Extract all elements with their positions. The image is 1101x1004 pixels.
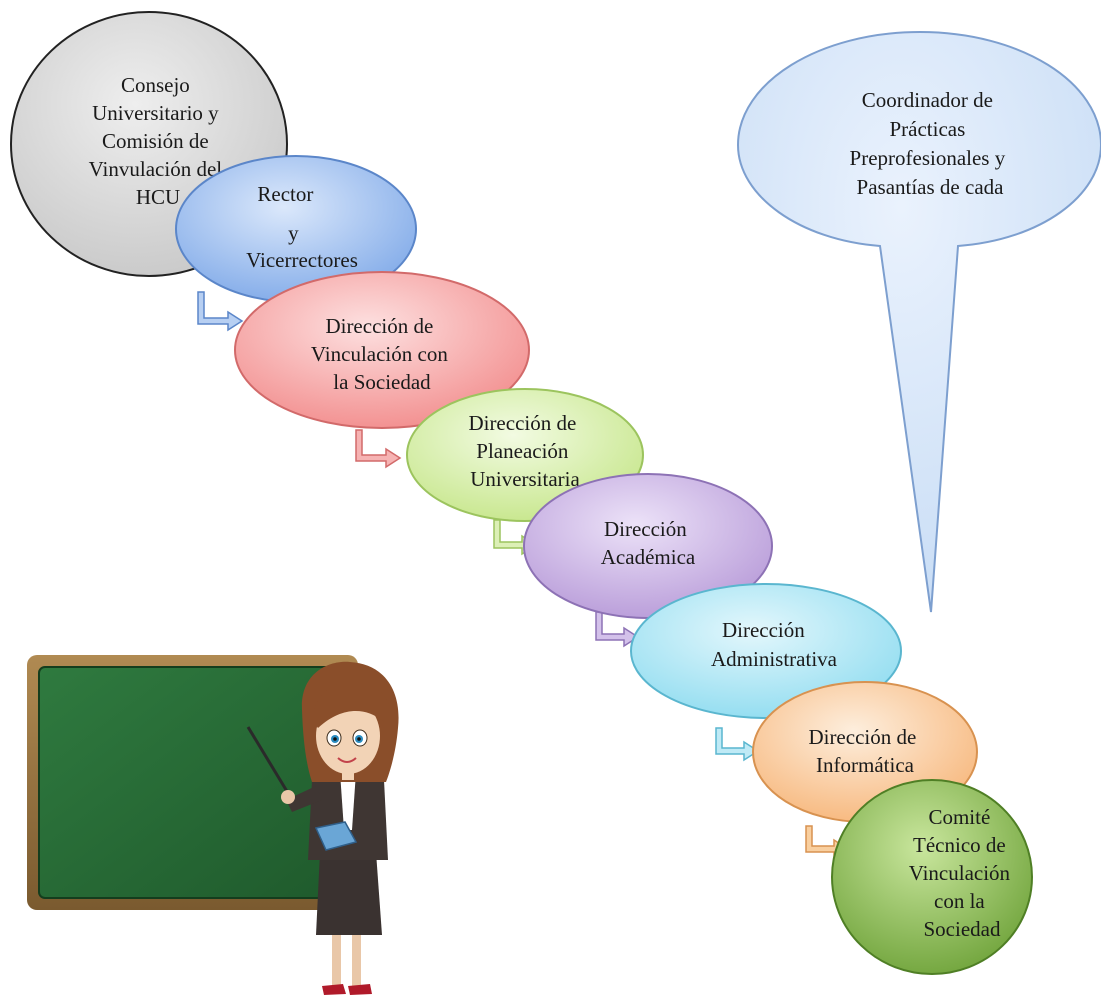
node-comite: Comité Técnico de Vinculación con la Soc… — [831, 779, 1033, 975]
node-administrativa-label: Dirección Administrativa — [711, 618, 838, 671]
node-comite-label: Comité Técnico de Vinculación con la Soc… — [909, 805, 1016, 941]
node-rector: Rector y Vicerrectores — [175, 155, 417, 303]
connector-arrow-vinculacion-planeacion — [355, 429, 402, 469]
node-planeacion-label: Dirección de Planeación Universitaria — [468, 411, 581, 491]
node-vinculacion-label: Dirección de Vinculación con la Sociedad — [311, 314, 453, 394]
node-consejo-label: Consejo Universitario y Comisión de Vinv… — [89, 73, 228, 209]
teacher-illustration — [246, 661, 399, 995]
connector-arrow-rector-vinculacion — [197, 291, 244, 332]
callout-label: Coordinador de Prácticas Preprofesionale… — [850, 88, 1011, 199]
node-vinculacion: Dirección de Vinculación con la Sociedad — [234, 271, 530, 429]
node-rector-label: Rector y Vicerrectores — [246, 182, 358, 272]
chalkboard-surface — [39, 667, 346, 898]
chalkboard-illustration — [27, 655, 358, 910]
connector-arrow-administrativa-informatica — [715, 727, 760, 762]
pointer-stick — [246, 726, 290, 794]
callout-bubble — [736, 30, 1101, 613]
connector-arrow-academica-administrativa — [595, 611, 640, 648]
callout-coordinador: Coordinador de Prácticas Preprofesionale… — [736, 30, 1101, 613]
node-academica-label: Dirección Académica — [601, 517, 696, 569]
node-informatica-label: Dirección de Informática — [808, 725, 921, 777]
book-icon — [314, 821, 358, 851]
